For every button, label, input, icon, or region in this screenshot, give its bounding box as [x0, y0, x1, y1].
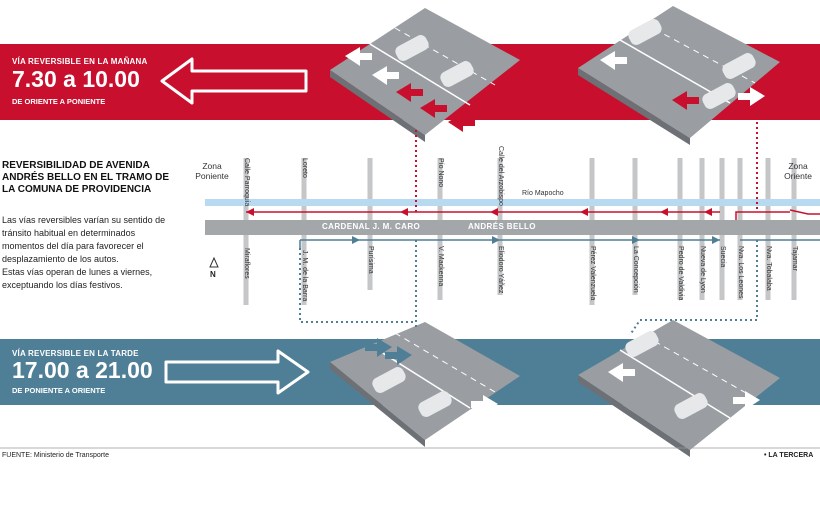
river-label: Río Mapocho [522, 190, 564, 197]
street-label: J. M. de la Barra [301, 250, 308, 302]
evening-time: 17.00 a 21.00 [12, 357, 153, 383]
street-label: Suecia [719, 246, 726, 268]
evening-kicker: VÍA REVERSIBLE EN LA TARDE [12, 349, 139, 358]
car-icon [628, 19, 662, 45]
car-icon [702, 83, 736, 109]
morning-kicker: VÍA REVERSIBLE EN LA MAÑANA [12, 57, 148, 66]
arrow-left-icon [160, 57, 308, 105]
street-label: Loreto [301, 158, 308, 178]
street-label: V. Mackenna [437, 246, 444, 287]
road-tile-morning-west [330, 8, 520, 142]
car-icon [372, 367, 406, 393]
car-icon [440, 61, 474, 87]
street-label: Pérez Valenzuela [589, 246, 596, 301]
street-label: Pío Nono [437, 158, 444, 188]
intro-body: Las vías reversibles varían su sentido d… [2, 215, 166, 290]
street-label: Pedro de Valdivia [677, 246, 684, 301]
street-label: Calle del Arzobispo [497, 146, 504, 206]
avenue-label-west: CARDENAL J. M. CARO [322, 222, 421, 231]
morning-time: 7.30 a 10.00 [12, 66, 140, 92]
intro-title: REVERSIBILIDAD DE AVENIDA ANDRÉS BELLO E… [2, 160, 170, 195]
car-icon [625, 331, 659, 357]
avenue-label-east: ANDRÉS BELLO [468, 222, 536, 231]
street-label: Miraflores [243, 248, 250, 279]
evening-direction: DE PONIENTE A ORIENTE [12, 386, 106, 395]
street-label: Tajamar [791, 246, 798, 271]
arrow-right-icon [164, 349, 310, 395]
street-label: Nueva de Lyon [699, 246, 706, 293]
car-icon [674, 393, 708, 419]
car-icon [418, 391, 452, 417]
street-label: La Concepción [632, 246, 639, 293]
brand-logo: • LA TERCERA [764, 452, 814, 459]
river-line [205, 199, 820, 206]
street-label: Nva. Tobalaba [765, 246, 772, 291]
street-label: Eliodoro Yáñez [497, 246, 504, 294]
north-label: N [210, 270, 216, 279]
car-icon [395, 35, 429, 61]
avenue-band [205, 220, 820, 235]
morning-direction: DE ORIENTE A PONIENTE [12, 97, 106, 106]
road-tile-evening-east [578, 320, 780, 457]
street-label: Nva. Los Leones [737, 246, 744, 299]
car-icon [722, 53, 756, 79]
north-arrow-icon [209, 256, 219, 268]
street-label: Calle Parroquia [243, 158, 250, 207]
road-tile-evening-west [330, 322, 520, 447]
road-tile-morning-east [578, 6, 780, 145]
street-label: Purísima [367, 246, 374, 274]
source-note: FUENTE: Ministerio de Transporte [2, 452, 109, 459]
